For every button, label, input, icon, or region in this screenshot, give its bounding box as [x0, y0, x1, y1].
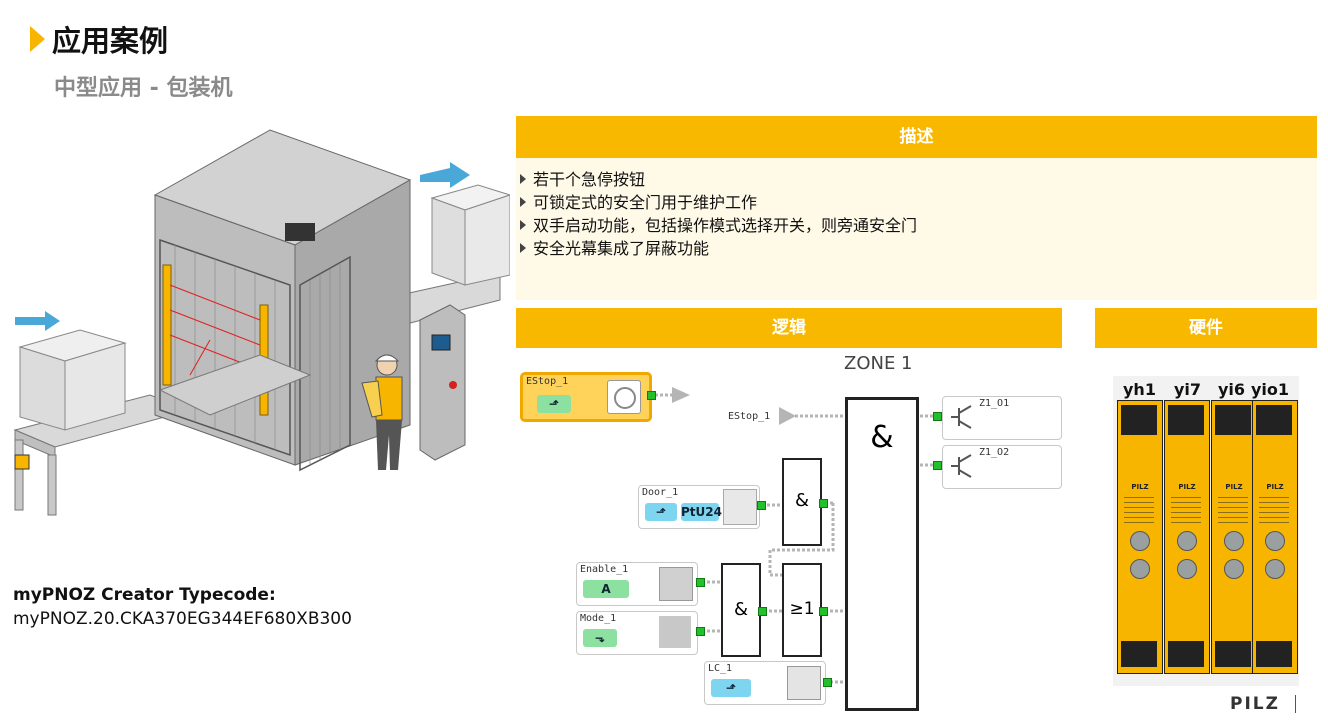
estop-reference-label: EStop_1	[728, 411, 771, 422]
safety-module-yi7: PILZ	[1164, 400, 1210, 674]
output-port[interactable]	[696, 578, 705, 587]
enable-tag: A	[583, 580, 629, 598]
safety-module-yh1: PILZ	[1117, 400, 1163, 674]
input-port[interactable]	[933, 461, 942, 470]
output-port[interactable]	[819, 499, 828, 508]
light-curtain-input-node[interactable]: LC_1 ⬏	[704, 661, 826, 705]
module-label: yh1	[1123, 380, 1156, 399]
bullet-arrow-icon	[520, 220, 526, 230]
signal-rise-icon: ⬏	[711, 679, 751, 697]
output-port[interactable]	[819, 607, 828, 616]
bullet-arrow-icon	[520, 197, 526, 207]
logic-header: 逻辑	[516, 308, 1062, 348]
packaging-machine-illustration	[13, 129, 510, 516]
list-item: 双手启动功能，包括操作模式选择开关，则旁通安全门	[520, 214, 917, 237]
signal-fall-icon: ⬎	[583, 629, 617, 647]
safety-module-yio1: PILZ	[1252, 400, 1298, 674]
safety-module-yi6: PILZ	[1211, 400, 1257, 674]
module-label: yi7	[1174, 380, 1202, 399]
transistor-output-icon	[951, 405, 972, 429]
list-item: 可锁定式的安全门用于维护工作	[520, 191, 917, 214]
and-gate-door[interactable]: &	[782, 458, 822, 546]
module-label: yi6	[1218, 380, 1246, 399]
output-port[interactable]	[647, 391, 656, 400]
title-marker-icon	[30, 26, 45, 52]
enabling-switch-icon	[659, 567, 693, 601]
signal-rise-icon: ⬏	[645, 503, 677, 521]
light-curtain-icon	[787, 666, 821, 700]
page-subtitle: 中型应用 - 包装机	[54, 76, 233, 101]
list-item: 若干个急停按钮	[520, 168, 917, 191]
bullet-arrow-icon	[520, 174, 526, 184]
signal-rise-icon: ⬏	[537, 395, 571, 413]
enable-input-node[interactable]: Enable_1 A	[576, 562, 698, 606]
door-tag: PtU24	[681, 503, 722, 521]
zone-label: ZONE 1	[844, 353, 913, 374]
and-gate-main[interactable]: &	[845, 397, 919, 711]
hardware-header: 硬件	[1095, 308, 1317, 348]
estop-button-icon	[607, 380, 641, 414]
output-port[interactable]	[696, 627, 705, 636]
and-gate-enable[interactable]: &	[721, 563, 761, 657]
description-panel	[516, 158, 1317, 300]
list-item: 安全光幕集成了屏蔽功能	[520, 237, 917, 260]
typecode-label: myPNOZ Creator Typecode:	[13, 585, 276, 605]
output-node-z1-o2[interactable]: Z1_O2	[942, 445, 1062, 489]
output-port[interactable]	[758, 607, 767, 616]
signal-arrow-icon	[672, 387, 690, 403]
typecode-value: myPNOZ.20.CKA370EG344EF680XB300	[13, 609, 352, 629]
inflow-arrow-icon	[15, 311, 60, 331]
input-port[interactable]	[933, 412, 942, 421]
output-node-z1-o1[interactable]: Z1_O1	[942, 396, 1062, 440]
mode-input-node[interactable]: Mode_1 ⬎	[576, 611, 698, 655]
output-port[interactable]	[823, 678, 832, 687]
module-label: yio1	[1251, 380, 1290, 399]
logo-divider	[1295, 695, 1296, 713]
description-header: 描述	[516, 116, 1317, 158]
outflow-arrow-icon	[420, 162, 470, 188]
transistor-output-icon	[951, 454, 972, 478]
bullet-arrow-icon	[520, 243, 526, 253]
estop-input-node[interactable]: EStop_1 ⬏	[520, 372, 652, 422]
signal-arrow-icon	[779, 407, 796, 425]
description-list: 若干个急停按钮 可锁定式的安全门用于维护工作 双手启动功能，包括操作模式选择开关…	[520, 168, 917, 260]
output-port[interactable]	[757, 501, 766, 510]
door-input-node[interactable]: Door_1 ⬏ PtU24	[638, 485, 760, 529]
page-title: 应用案例	[52, 24, 169, 58]
pilz-logo: PILZ	[1230, 694, 1280, 714]
or-gate[interactable]: ≥1	[782, 563, 822, 657]
door-lock-icon	[723, 489, 757, 525]
mode-selector-icon	[659, 616, 691, 648]
